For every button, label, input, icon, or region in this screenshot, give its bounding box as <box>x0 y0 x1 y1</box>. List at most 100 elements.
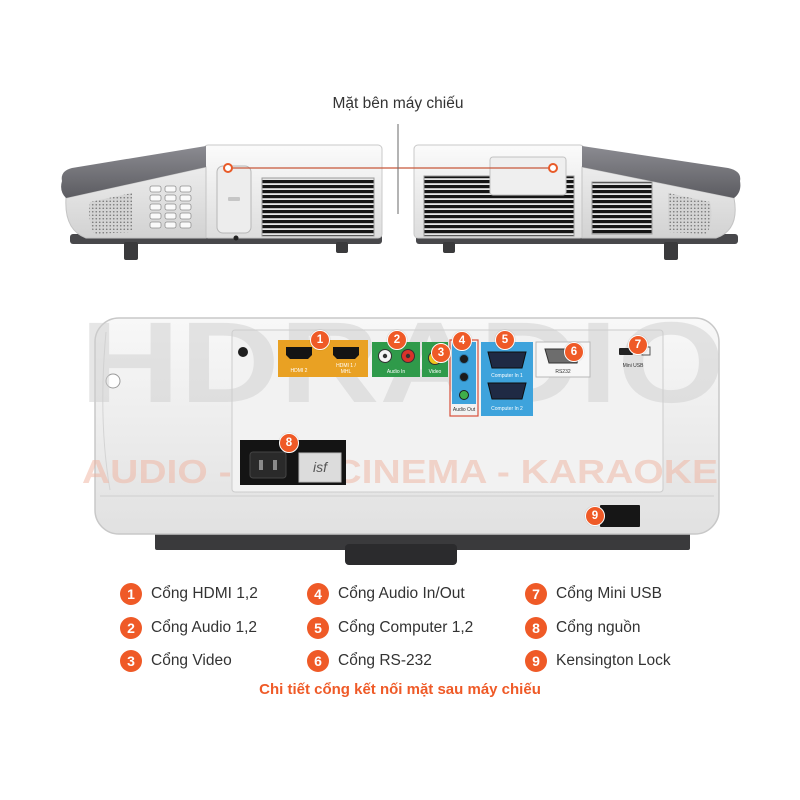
footer-title: Chi tiết cổng kết nối mặt sau máy chiếu <box>259 681 541 698</box>
door-latch <box>228 197 240 201</box>
isf-logo: isf <box>298 452 342 483</box>
legend-label: Kensington Lock <box>556 652 671 669</box>
jack-hole <box>382 353 388 359</box>
panel-screw <box>238 347 248 357</box>
legend-item: 6 Cổng RS-232 <box>307 650 432 672</box>
legend-label: Cổng Computer 1,2 <box>338 619 474 636</box>
audio-in-ports: Audio In <box>372 342 420 377</box>
side-view-caption: Mặt bên máy chiếu <box>332 95 464 112</box>
keypad-button <box>164 203 177 211</box>
port-marker-3: 3 <box>431 343 451 363</box>
audio-jack-1 <box>459 354 469 364</box>
vga-port-1 <box>487 351 527 369</box>
front-vent-grille <box>591 181 653 235</box>
port-marker-4: 4 <box>452 331 472 351</box>
isf-logo-text: isf <box>313 459 329 475</box>
side-curve-left <box>102 331 111 491</box>
legend-label: Cổng Audio In/Out <box>338 585 465 602</box>
keypad-button <box>164 212 177 220</box>
port-marker-2: 2 <box>387 330 407 350</box>
mini-usb-label: Mini USB <box>623 363 645 369</box>
keypad-button <box>179 221 192 229</box>
rear-foot <box>336 242 348 253</box>
highlight-marker-right <box>548 163 558 173</box>
port-marker-8: 8 <box>279 433 299 453</box>
kensington-slot <box>600 505 640 527</box>
legend-number: 3 <box>120 650 142 672</box>
legend-item: 1 Cổng HDMI 1,2 <box>120 583 258 605</box>
legend-label: Cổng Video <box>151 652 232 669</box>
computer-in-1-label: Computer In 1 <box>491 373 523 379</box>
sloped-top-cover <box>582 146 741 198</box>
legend-number: 7 <box>525 583 547 605</box>
keypad <box>149 185 192 229</box>
sloped-top-cover <box>61 146 206 198</box>
highlight-marker-left <box>223 163 233 173</box>
legend-label: Cổng HDMI 1,2 <box>151 585 258 602</box>
keypad-button <box>149 221 162 229</box>
legend-item: 5 Cổng Computer 1,2 <box>307 617 473 639</box>
speaker-grille <box>668 193 712 234</box>
keypad-button <box>164 185 177 193</box>
audio-in-label: Audio In <box>387 369 406 375</box>
keypad-button <box>149 212 162 220</box>
legend-label: Cổng RS-232 <box>338 652 432 669</box>
port-marker-9: 9 <box>585 506 605 526</box>
keypad-button <box>179 203 192 211</box>
legend-item: 8 Cổng nguồn <box>525 617 640 639</box>
access-panel <box>489 156 567 196</box>
keypad-button <box>149 194 162 202</box>
keypad-button <box>179 212 192 220</box>
power-socket <box>249 451 287 479</box>
legend-number: 4 <box>307 583 329 605</box>
legend-item: 2 Cổng Audio 1,2 <box>120 617 257 639</box>
hdmi-1-label-line1: HDMI 1 / <box>336 363 356 369</box>
speaker-grille <box>89 193 132 234</box>
hdmi-1-label-line2: MHL <box>341 369 352 375</box>
socket-pin <box>259 460 263 470</box>
hdmi-2-label: HDMI 2 <box>291 368 308 374</box>
legend-number: 9 <box>525 650 547 672</box>
watermark: HDRADIO AUDIO - HD - CINEMA - KARAOKE <box>80 299 725 490</box>
keypad-button <box>179 185 192 193</box>
front-foot <box>124 242 138 260</box>
legend-label: Cổng Audio 1,2 <box>151 619 258 636</box>
isf-badge <box>298 452 342 483</box>
rs232-label: RS232 <box>555 369 571 375</box>
legend-label: Cổng nguồn <box>556 619 641 636</box>
port-marker-7: 7 <box>628 335 648 355</box>
projector-side-left <box>61 144 383 260</box>
port-marker-6: 6 <box>564 342 584 362</box>
legend-number: 6 <box>307 650 329 672</box>
legend-item: 7 Cổng Mini USB <box>525 583 662 605</box>
watermark-tagline: AUDIO - HD - CINEMA - KARAOKE <box>82 453 718 490</box>
hdmi-2-port <box>286 347 312 359</box>
legend-label: Cổng Mini USB <box>556 585 662 602</box>
center-foot <box>345 544 457 565</box>
audio-jack-2 <box>459 372 469 382</box>
keypad-button <box>164 194 177 202</box>
front-foot <box>664 242 678 260</box>
video-label: Video <box>429 369 442 375</box>
port-marker-5: 5 <box>495 330 515 350</box>
legend-item: 4 Cổng Audio In/Out <box>307 583 465 605</box>
hdmi-1-port <box>333 347 359 359</box>
jack-hole <box>405 353 411 359</box>
legend-number: 1 <box>120 583 142 605</box>
legend-number: 8 <box>525 617 547 639</box>
vga-port-2 <box>487 382 527 400</box>
keypad-button <box>149 203 162 211</box>
audio-out-ports: Audio Out <box>449 339 479 417</box>
legend-item: 3 Cổng Video <box>120 650 232 672</box>
screw <box>233 235 239 241</box>
legend-number: 5 <box>307 617 329 639</box>
keypad-button <box>179 194 192 202</box>
audio-out-jack <box>459 390 469 400</box>
rear-foot <box>443 242 455 253</box>
vent-grille <box>261 177 375 237</box>
keypad-button <box>164 221 177 229</box>
socket-pin <box>273 460 277 470</box>
port-marker-1: 1 <box>310 330 330 350</box>
